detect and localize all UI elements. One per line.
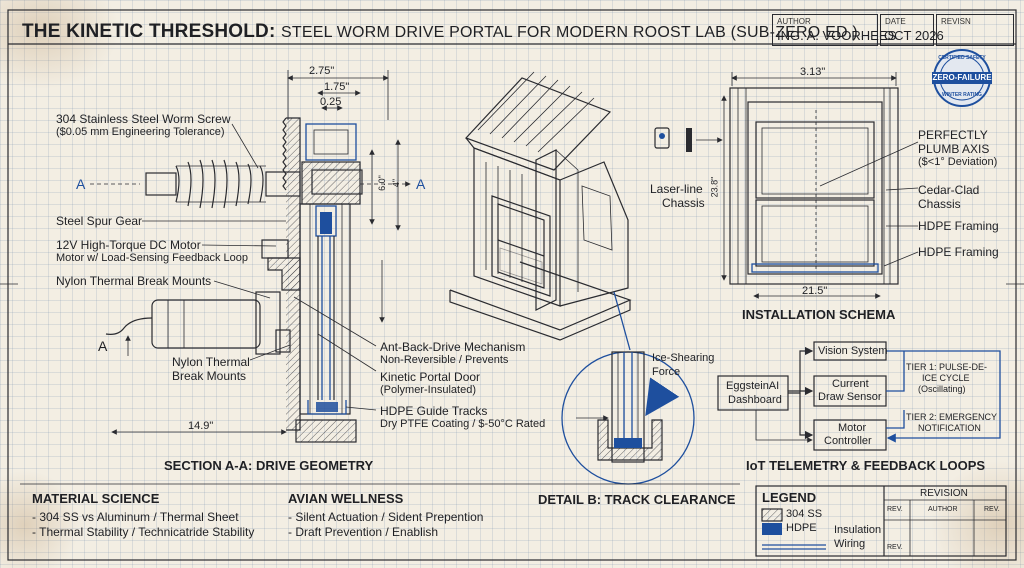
label-plumb-c: ($<1° Deviation): [918, 156, 998, 168]
label-nylon-mounts-1: Nylon Thermal Break Mounts: [56, 274, 212, 288]
author-block: AUTHOR ING. A. VOORHEES: [772, 14, 896, 46]
label-plumb-a: PERFECTLY: [918, 128, 988, 142]
label-worm-screw: 304 Stainless Steel Worm Screw: [56, 112, 231, 126]
avian-wellness-heading: AVIAN WELLNESS: [288, 491, 404, 506]
label-hdpe-framing-2: HDPE Framing: [918, 245, 999, 259]
badge-bottom-text: WINTER RATING: [942, 92, 982, 98]
dim-6-0: 6.0": [376, 175, 387, 191]
date-value: OCT 2026: [884, 28, 944, 43]
label-guide-tracks-sub: Dry PTFE Coating / $-50°C Rated: [380, 418, 546, 430]
iot-heading: IoT TELEMETRY & FEEDBACK LOOPS: [746, 458, 986, 473]
label-worm-tolerance: ($0.05 mm Engineering Tolerance): [56, 126, 225, 138]
dim-2-75: 2.75": [309, 65, 335, 77]
iot-tier1-c: (Oscillating): [918, 384, 966, 394]
dim-4: 4": [391, 178, 402, 188]
material-science-heading: MATERIAL SCIENCE: [32, 491, 160, 506]
detail-b-heading: DETAIL B: TRACK CLEARANCE: [538, 492, 736, 507]
author-value: ING. A. VOORHEES: [777, 28, 897, 43]
label-anti-back-drive-sub: Non-Reversible / Prevents: [380, 354, 509, 366]
section-aa-drawing: [90, 70, 411, 443]
dim-0-25: 0.25: [320, 96, 342, 108]
badge-top-text: CERTIFIED SAFETY: [938, 55, 986, 61]
iot-motor-a: Motor: [838, 422, 867, 434]
label-motor: 12V High-Torque DC Motor: [56, 238, 201, 252]
label-plumb-b: PLUMB AXIS: [918, 142, 990, 156]
label-laser-chassis: Chassis: [662, 196, 705, 210]
iot-current-b: Draw Sensor: [818, 391, 882, 403]
iot-dashboard-b: Dashboard: [728, 394, 782, 406]
iot-diagram: [717, 341, 1001, 451]
badge-main-text: ZERO-FAILURE: [932, 72, 992, 84]
date-block: DATE OCT 2026: [880, 14, 944, 46]
label-laser-line: Laser-line: [650, 182, 703, 196]
label-guide-tracks: HDPE Guide Tracks: [380, 404, 488, 418]
page-title: THE KINETIC THRESHOLD: STEEL WORM DRIVE …: [22, 21, 858, 43]
legend-heading: LEGEND: [762, 490, 817, 505]
revision-row-rev: REV.: [887, 544, 903, 551]
legend-insulation: Insulation: [834, 524, 882, 536]
label-portal-door: Kinetic Portal Door: [380, 370, 481, 384]
dim-3-13: 3.13": [800, 66, 826, 78]
revision-heading: REVISION: [920, 488, 968, 499]
section-aa-heading: SECTION A-A: DRIVE GEOMETRY: [164, 458, 374, 473]
section-marker-a-right: A: [416, 176, 426, 192]
iot-dashboard-a: EggsteinAI: [726, 380, 780, 392]
revision-label: REVISN: [941, 17, 971, 26]
author-label: AUTHOR: [777, 17, 811, 26]
revision-col-rev2: REV.: [984, 506, 1000, 513]
avian-wellness-item: - Draft Prevention / Enablish: [288, 525, 439, 539]
installation-heading: INSTALLATION SCHEMA: [742, 307, 896, 322]
iot-tier2-b: NOTIFICATION: [918, 423, 981, 433]
title-subtitle: STEEL WORM DRIVE PORTAL FOR MODERN ROOST…: [281, 24, 858, 41]
revision-block: REVISN: [936, 14, 1014, 46]
iot-tier2-a: TIER 2: EMERGENCY: [906, 412, 998, 422]
label-hdpe-framing-1: HDPE Framing: [918, 219, 999, 233]
date-label: DATE: [885, 17, 906, 26]
label-nylon-mounts-2a: Nylon Thermal: [172, 355, 250, 369]
label-portal-door-sub: (Polymer-Insulated): [380, 384, 476, 396]
isometric-view: [449, 71, 632, 341]
iot-motor-b: Controller: [824, 435, 872, 447]
legend-wiring: Wiring: [834, 538, 866, 550]
dim-21-5: 21.5": [802, 285, 828, 297]
label-motor-sub: Motor w/ Load-Sensing Feedback Loop: [56, 252, 249, 264]
iot-tier1-a: TIER 1: PULSE-DE-: [906, 362, 988, 372]
label-cedar-chassis: Chassis: [918, 197, 961, 211]
label-nylon-mounts-2b: Break Mounts: [172, 369, 247, 383]
detail-b-drawing: [561, 291, 695, 485]
material-science-item: - Thermal Stability / Technicatride Stab…: [32, 525, 255, 539]
iot-tier1-b: ICE CYCLE: [922, 373, 970, 383]
label-cedar-clad: Cedar-Clad: [918, 183, 980, 197]
title-main: THE KINETIC THRESHOLD:: [22, 21, 276, 42]
label-spur-gear: Steel Spur Gear: [56, 214, 143, 228]
installation-drawing: [654, 72, 919, 299]
legend-ss: 304 SS: [786, 508, 823, 520]
label-anti-back-drive: Ant-Back-Drive Mechanism: [380, 340, 526, 354]
legend-hdpe: HDPE: [786, 522, 817, 534]
material-science-item: - 304 SS vs Aluminum / Thermal Sheet: [32, 510, 239, 524]
iot-vision-system: Vision System: [818, 345, 888, 357]
dim-14-9: 14.9": [188, 420, 214, 432]
label-ice-shearing: Ice-Shearing: [652, 352, 715, 364]
section-marker-a-lower: A: [98, 338, 108, 354]
revision-col-author: AUTHOR: [928, 506, 958, 513]
iot-current-a: Current: [832, 378, 869, 390]
section-marker-a-left: A: [76, 176, 86, 192]
label-force: Force: [652, 366, 681, 378]
avian-wellness-item: - Silent Actuation / Sident Prepention: [288, 510, 484, 524]
dim-1-75: 1.75": [324, 81, 350, 93]
bottom-band: [20, 483, 1007, 557]
revision-col-rev: REV.: [887, 506, 903, 513]
dim-23-8: 23.8": [709, 176, 720, 198]
sheet-border: [7, 9, 1017, 561]
